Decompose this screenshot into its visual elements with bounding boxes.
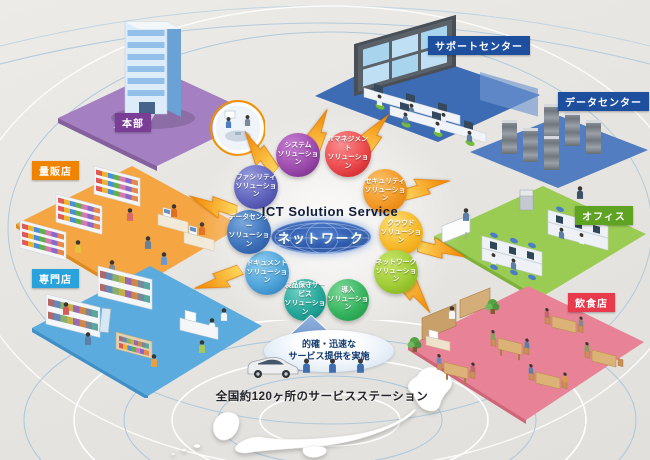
solution-label: クラウド ソリューション	[380, 219, 422, 245]
solution-circle-product-maintenance: 製品保守サービス ソリューション	[284, 279, 326, 321]
clothing-shelf	[97, 265, 153, 310]
solution-label: セキュリティ ソリューション	[364, 177, 406, 203]
dining-table	[490, 329, 530, 361]
solution-circle-system: システム ソリューション	[276, 133, 320, 177]
headquarters-platform	[58, 70, 260, 166]
japan-map	[170, 366, 453, 458]
lightning-bolt	[194, 264, 245, 289]
solution-label: システム ソリューション	[277, 141, 319, 167]
label-specialty-store: 専門店	[32, 269, 79, 288]
mass-retailer-illustration	[16, 165, 242, 296]
label-office: オフィス	[575, 206, 633, 225]
solution-label: ファシリティ ソリューション	[235, 173, 277, 199]
data-center-illustration	[470, 104, 648, 188]
globe-graticule	[274, 222, 370, 254]
solution-circle-cloud: クラウド ソリューション	[379, 211, 423, 255]
solution-label: 導入 ソリューション	[327, 286, 369, 312]
map-kyushu	[212, 411, 240, 441]
store-shelf	[19, 219, 67, 261]
solution-label: データセンター ソリューション	[228, 214, 270, 248]
solution-label: ITマネジメント ソリューション	[327, 136, 369, 170]
service-station-caption: 全国約120ヶ所のサービスステーション	[215, 391, 429, 403]
solution-circle-it-management: ITマネジメント ソリューション	[325, 131, 371, 177]
clothing-shelf	[45, 293, 101, 338]
restaurant-illustration	[407, 286, 644, 424]
server-racks	[502, 104, 601, 170]
label-support-center: サポートセンター	[428, 36, 530, 55]
dining-table	[544, 307, 584, 334]
label-data-center: データセンター	[558, 92, 649, 111]
dining-table	[584, 341, 624, 368]
store-shelf	[55, 193, 103, 235]
center-heading: ICT Solution Service	[261, 204, 399, 219]
checkout-counter	[157, 207, 189, 234]
label-mass-retailer: 量販店	[32, 161, 79, 180]
service-staff-icons	[303, 358, 364, 373]
solution-circle-facility: ファシリティ ソリューション	[234, 165, 278, 209]
service-car-icon	[247, 357, 299, 378]
solution-circle-security: セキュリティ ソリューション	[363, 169, 407, 213]
map-shikoku	[302, 445, 327, 458]
solution-label: ドキュメント ソリューション	[246, 259, 288, 285]
mass-retailer-platform	[16, 166, 242, 292]
network-label: ネットワーク	[277, 230, 365, 246]
copier	[519, 189, 534, 211]
office-building	[113, 21, 181, 128]
dining-table	[528, 363, 568, 390]
label-restaurant: 飲食店	[568, 293, 615, 312]
solution-circle-document: ドキュメント ソリューション	[245, 251, 289, 295]
display-table	[115, 331, 153, 360]
solution-label: ネットワーク ソリューション	[375, 258, 417, 284]
dining-table	[436, 353, 476, 385]
solution-label: 製品保守サービス ソリューション	[284, 282, 326, 316]
store-shelf	[93, 165, 141, 207]
plant	[407, 299, 500, 352]
solution-circle-data-center: データセンター ソリューション	[227, 210, 271, 254]
network-ellipse: ネットワーク	[271, 220, 371, 254]
solution-circle-implementation: 導入 ソリューション	[327, 279, 369, 321]
mirror	[99, 307, 112, 334]
desk-cluster	[481, 232, 543, 281]
lightning-bolt	[417, 237, 466, 259]
solution-circle-network: ネットワーク ソリューション	[374, 250, 418, 294]
map-honshu	[235, 408, 417, 454]
label-headquarters: 本部	[115, 113, 151, 132]
